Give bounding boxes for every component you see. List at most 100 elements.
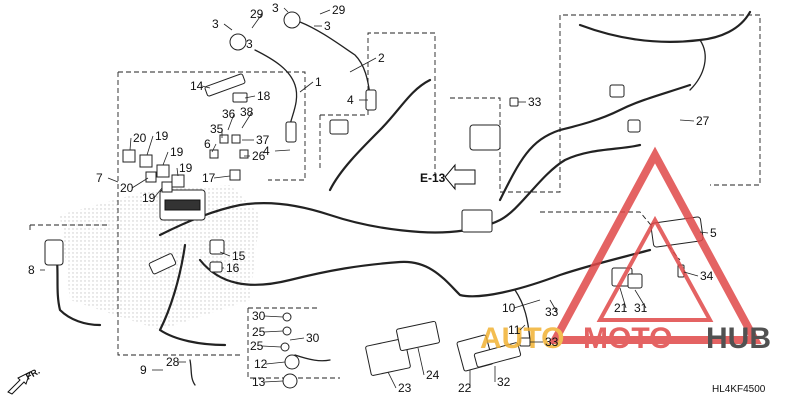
- callout-label-c18: 18: [257, 89, 271, 103]
- callout-label-c29a: 29: [250, 7, 264, 21]
- clip-18: [232, 92, 248, 103]
- relay-31: [627, 273, 643, 289]
- callout-label-c33b: 33: [545, 305, 559, 319]
- frame-shading: [60, 185, 260, 330]
- callout-leader-c24: [417, 347, 425, 376]
- e13-label: E-13: [420, 171, 446, 185]
- connector-right-top: [609, 84, 625, 98]
- callout-leader-c19a: [146, 135, 154, 156]
- callout-label-c7: 7: [96, 171, 103, 185]
- callout-label-c20b: 20: [120, 181, 134, 195]
- group-box-left: [118, 71, 306, 181]
- harness-ground-cable: [294, 354, 331, 362]
- coil-top-right: [283, 11, 301, 29]
- relay-20b: [145, 171, 157, 183]
- callout-leader-c33b: [549, 299, 558, 313]
- callout-leader-c19b: [162, 151, 169, 166]
- callout-label-c33c: 33: [545, 335, 559, 349]
- callout-leader-c30b: [289, 337, 305, 341]
- fuse-26: [239, 149, 249, 159]
- callout-label-c32: 32: [497, 375, 511, 389]
- callout-label-c37: 37: [256, 133, 270, 147]
- connector-right-mid: [627, 119, 641, 133]
- callout-leader-c18: [244, 95, 256, 99]
- callout-leader-c15: [219, 251, 231, 257]
- automotohub-watermark: AUTO MOTO HUB: [480, 146, 771, 355]
- fuse-block: [164, 199, 201, 211]
- callout-leader-c20b: [131, 177, 149, 189]
- relay-19a: [139, 154, 153, 168]
- callout-leader-c23: [387, 371, 397, 389]
- group-box-upper-mid: [319, 32, 436, 180]
- callout-label-c13: 13: [252, 375, 266, 389]
- callout-label-c33a: 33: [528, 95, 542, 109]
- cover-14: [204, 73, 246, 97]
- callout-label-c9: 9: [140, 363, 147, 377]
- callout-leader-c3c: [283, 7, 289, 13]
- callout-label-c26: 26: [252, 149, 266, 163]
- callout-label-c31: 31: [634, 301, 648, 315]
- callout-label-c3b: 3: [246, 37, 253, 51]
- diagram-ref-code: HL4KF4500: [712, 384, 766, 395]
- group-box-relay: [540, 211, 681, 261]
- connector-16: [209, 261, 223, 273]
- callout-label-c30a: 30: [252, 309, 266, 323]
- washer-25a: [282, 326, 292, 336]
- callout-label-c1: 1: [315, 75, 322, 89]
- fuse-17: [229, 169, 241, 181]
- callout-label-c3a: 3: [212, 17, 219, 31]
- relay-19b: [156, 164, 170, 178]
- callout-label-c25a: 25: [252, 325, 266, 339]
- callout-leader-c2: [349, 57, 377, 73]
- connector-sensor-side: [329, 119, 349, 135]
- callout-label-c23: 23: [398, 381, 412, 395]
- callout-label-c22: 22: [458, 381, 472, 395]
- callout-label-c4a: 4: [347, 93, 354, 107]
- e13-reference-arrow: E-13: [420, 163, 476, 191]
- harness-left-drop: [158, 243, 227, 347]
- callout-label-c28: 28: [166, 355, 180, 369]
- callout-label-c19d: 19: [142, 191, 156, 205]
- callout-leader-c12: [265, 361, 286, 365]
- watermark-hub: HUB: [706, 322, 771, 355]
- group-box-right: [450, 14, 761, 193]
- connector-upper-mid: [469, 124, 501, 151]
- callout-label-c25b: 25: [250, 339, 264, 353]
- callout-label-c17: 17: [202, 171, 216, 185]
- fuse-6: [209, 149, 219, 159]
- callout-leader-c4b: [274, 149, 291, 152]
- callout-label-c19c: 19: [179, 161, 193, 175]
- group-box-lower-left: [29, 224, 110, 230]
- connector-15: [209, 239, 225, 255]
- coil-top-left: [229, 33, 247, 51]
- callout-label-c15: 15: [232, 249, 246, 263]
- harness-top-sensor-lead: [299, 21, 371, 96]
- watermark-moto: MOTO: [583, 322, 672, 355]
- callout-leader-c25a: [263, 330, 284, 333]
- harness-lower-sensor: [189, 359, 196, 386]
- callout-label-c34: 34: [700, 269, 714, 283]
- callout-leader-c19c: [176, 167, 179, 177]
- callout-label-c19a: 19: [155, 129, 169, 143]
- callout-leader-c6: [211, 143, 217, 153]
- group-box-left-side: [117, 72, 240, 356]
- callout-leader-c14: [201, 85, 211, 89]
- callout-label-c3d: 3: [324, 19, 331, 33]
- harness-branch-upper: [328, 78, 432, 192]
- callout-label-c38: 38: [240, 105, 254, 119]
- callout-label-c35: 35: [210, 122, 224, 136]
- connector-24: [396, 320, 440, 352]
- callout-label-c24: 24: [426, 368, 440, 382]
- callout-leader-c20a: [129, 137, 132, 151]
- washer-25b: [280, 342, 290, 352]
- fuse-35: [219, 134, 229, 144]
- callout-leader-c5: [699, 231, 709, 234]
- cover-32: [473, 342, 522, 368]
- callout-leader-c3a: [223, 23, 233, 31]
- callout-leader-c27: [679, 119, 695, 122]
- callout-label-c11: 11: [508, 323, 521, 337]
- harness-branch-right: [498, 83, 692, 202]
- harness-branch-top-right: [578, 10, 752, 43]
